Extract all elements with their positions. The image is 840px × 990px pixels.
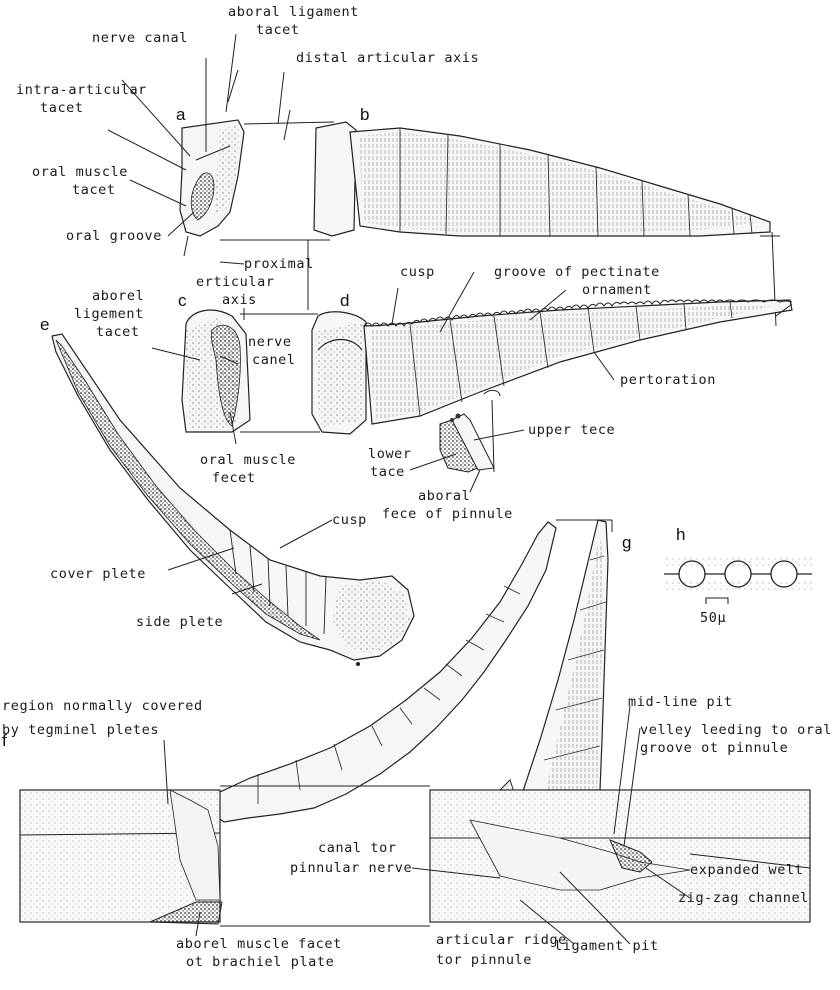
label-cusp-e: cusp xyxy=(332,512,367,528)
label-cusp-d: cusp xyxy=(400,264,435,280)
label-groove-pectinate-2: ornament xyxy=(582,282,652,298)
label-oral-muscle-1: oral muscle xyxy=(32,164,128,180)
label-lower-tace-1: lower xyxy=(368,446,412,462)
label-aboral-fece-1: aboral xyxy=(418,488,470,504)
label-velley-2: groove ot pinnule xyxy=(640,740,788,756)
label-mid-line-pit: mid-line pit xyxy=(628,694,733,710)
label-region-normally-2: by tegminel pletes xyxy=(2,722,159,738)
label-cover-plete: cover plete xyxy=(50,566,146,582)
label-oral-muscle-2: tacet xyxy=(72,182,116,198)
label-aboral-ligament-1: aboral ligament xyxy=(228,4,359,20)
label-nerve-canel-1: nerve xyxy=(248,334,292,350)
label-ligament-pit: ligament pit xyxy=(554,938,659,954)
label-articular-ridge-1: articular ridge xyxy=(436,932,567,948)
label-aborel-3: tacet xyxy=(96,324,140,340)
panel-letter-d: d xyxy=(340,291,349,310)
panel-letter-h: h xyxy=(676,525,685,544)
label-oral-muscle-fecet-2: fecet xyxy=(212,470,256,486)
label-oral-groove: oral groove xyxy=(66,228,162,244)
label-proximal-1: proximal xyxy=(244,256,314,272)
label-expanded-welt: expanded welt xyxy=(690,862,803,878)
label-side-plete: side plete xyxy=(136,614,223,630)
label-groove-pectinate-1: groove of pectinate xyxy=(494,264,660,280)
panel-c-facet xyxy=(182,308,320,432)
panel-letter-a: a xyxy=(176,105,186,124)
panel-letter-b: b xyxy=(360,105,369,124)
label-upper-tece: upper tece xyxy=(528,422,615,438)
label-distal-articular-axis: distal articular axis xyxy=(296,50,479,66)
label-canal-tor-1: canal tor xyxy=(318,840,397,856)
label-canal-tor-2: pinnular nerve xyxy=(290,860,412,876)
label-lower-tace-2: tace xyxy=(370,464,405,480)
panel-h-cross-section-pores xyxy=(664,558,812,604)
label-articular-ridge-2: tor pinnule xyxy=(436,952,532,968)
label-aboral-ligament-2: tacet xyxy=(256,22,300,38)
label-aboral-fece-2: fece of pinnule xyxy=(382,506,513,522)
panel-letter-c: c xyxy=(178,291,187,310)
label-intra-articular-2: tacet xyxy=(40,100,84,116)
label-intra-articular-1: intra-articular xyxy=(16,82,147,98)
label-scale-bar: 50µ xyxy=(700,610,726,626)
label-aborel-2: ligement xyxy=(74,306,144,322)
label-zig-zag-channel: zig-zag channel xyxy=(678,890,809,906)
label-pertoration: pertoration xyxy=(620,372,716,388)
label-proximal-2: erticular xyxy=(196,274,275,290)
panel-a-articular-facet xyxy=(180,120,244,236)
label-aborel-1: aborel xyxy=(92,288,144,304)
label-aborel-muscle-1: aborel muscle facet xyxy=(176,936,342,952)
panel-letter-e: e xyxy=(40,315,49,334)
panel-letter-g: g xyxy=(622,533,631,552)
panel-b-pinnule-side-view xyxy=(314,122,770,236)
panel-d-pinnule-aboral-view xyxy=(312,300,792,434)
label-velley-1: velley leeding to oral xyxy=(640,722,832,738)
label-nerve-canel-2: canel xyxy=(252,352,296,368)
label-nerve-canal: nerve canal xyxy=(92,30,188,46)
label-aborel-muscle-2: ot brachiel plate xyxy=(186,954,334,970)
label-oral-muscle-fecet-1: oral muscle xyxy=(200,452,296,468)
label-region-normally-1: region normally covered xyxy=(2,698,203,714)
label-proximal-3: axis xyxy=(222,292,257,308)
